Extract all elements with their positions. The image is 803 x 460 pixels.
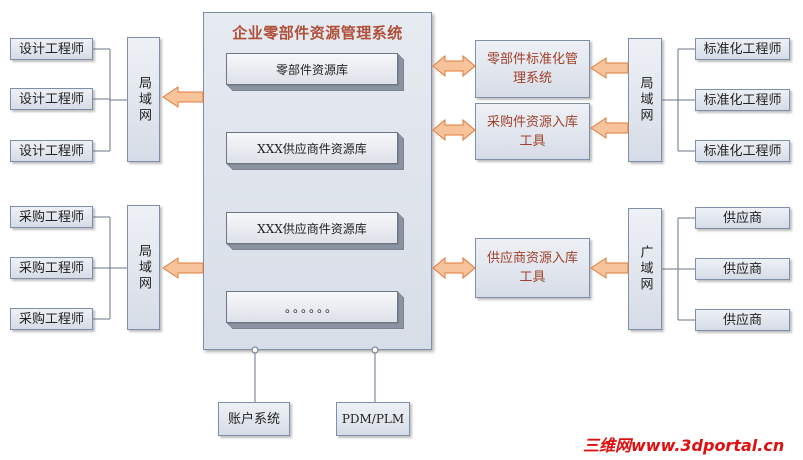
repository-parts: 零部件资源库 — [226, 53, 398, 85]
purchase-import-tool-box: 采购件资源入库工具 — [475, 103, 590, 160]
double-arrow-icon — [432, 118, 476, 142]
standard-engineer-box: 标准化工程师 — [695, 89, 790, 111]
double-arrow-icon — [432, 256, 476, 280]
supplier-box: 供应商 — [695, 207, 790, 229]
purchase-engineer-box: 采购工程师 — [10, 206, 93, 228]
main-system-title: 企业零部件资源管理系统 — [232, 24, 403, 42]
standardization-system-label: 零部件标准化管理系统 — [486, 52, 578, 86]
arrow-left-icon — [590, 57, 629, 79]
design-engineer-box: 设计工程师 — [10, 38, 93, 60]
main-system-box: 企业零部件资源管理系统 零部件资源库 XXX供应商件资源库 XXX供应商件资源库… — [203, 12, 432, 350]
lan-box-design: 局域网 — [127, 37, 160, 162]
arrow-left-icon — [590, 257, 629, 279]
pdm-plm-box: PDM/PLM — [336, 402, 410, 436]
watermark: 三维网www.3dportal.cn — [583, 436, 785, 455]
double-arrow-icon — [432, 54, 476, 78]
purchase-engineer-box: 采购工程师 — [10, 308, 93, 330]
repository-more: 。。。。。。 — [226, 291, 398, 323]
arrow-left-icon — [590, 117, 629, 139]
purchase-import-tool-label: 采购件资源入库工具 — [486, 114, 578, 149]
design-engineer-box: 设计工程师 — [10, 88, 93, 110]
standard-engineer-box: 标准化工程师 — [695, 38, 790, 60]
account-system-box: 账户系统 — [218, 402, 290, 436]
pdm-port-icon — [371, 346, 379, 354]
design-engineer-box: 设计工程师 — [10, 140, 93, 162]
lan-box-purchase: 局域网 — [127, 205, 160, 330]
purchase-engineer-box: 采购工程师 — [10, 257, 93, 279]
standard-engineer-box: 标准化工程师 — [695, 140, 790, 162]
supplier-import-tool-label: 供应商资源入库工具 — [486, 251, 578, 285]
lan-box-standard: 局域网 — [628, 38, 662, 162]
arrow-left-icon — [162, 257, 204, 279]
standardization-system-box: 零部件标准化管理系统 — [475, 40, 590, 98]
arrow-left-icon — [162, 86, 204, 108]
repository-supplier: XXX供应商件资源库 — [226, 212, 398, 244]
supplier-box: 供应商 — [695, 258, 790, 280]
repository-supplier: XXX供应商件资源库 — [226, 132, 398, 164]
supplier-box: 供应商 — [695, 309, 790, 331]
account-port-icon — [251, 346, 259, 354]
